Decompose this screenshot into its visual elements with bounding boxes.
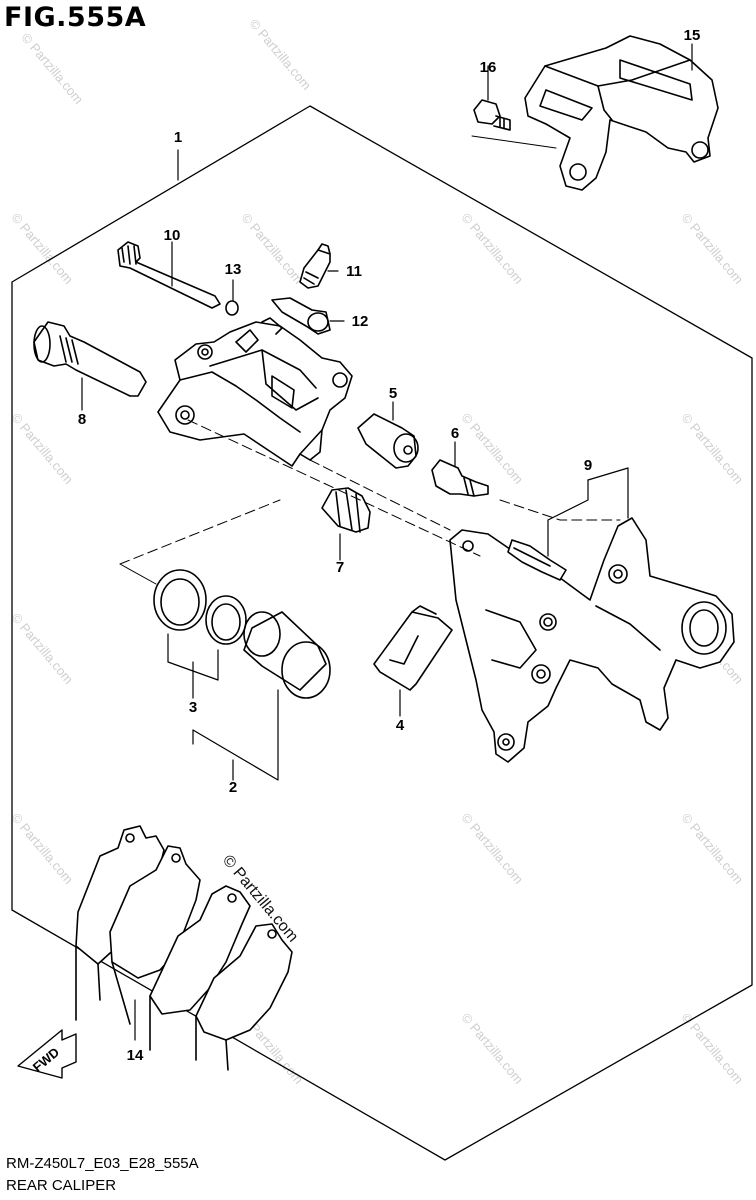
callout-label: 8: [78, 411, 86, 428]
callout-label: 5: [389, 385, 397, 402]
callout-label: 7: [336, 559, 344, 576]
assembly-outline: [11, 105, 753, 1161]
callout-label: 6: [451, 425, 459, 442]
dust-seal: [205, 595, 247, 645]
callout-label: 15: [684, 27, 701, 44]
fwd-arrow-icon: FWD: [17, 1029, 77, 1079]
bracket-pad-spring: [507, 539, 567, 581]
model-code: RM-Z450L7_E03_E28_555A: [6, 1155, 199, 1172]
bleeder-cap: [271, 297, 331, 335]
leader-lines: [81, 43, 693, 1041]
flange-bolt: [473, 99, 511, 131]
figure-title: FIG.555A: [4, 2, 147, 33]
callout-label: 3: [189, 699, 197, 716]
caliper-bracket: [449, 517, 735, 763]
piston-seal: [153, 569, 207, 631]
callout-label: 2: [229, 779, 237, 796]
callout-label: 10: [164, 227, 181, 244]
boot-5: [357, 413, 419, 469]
callout-label: 14: [127, 1047, 144, 1064]
section-name: REAR CALIPER: [6, 1177, 117, 1194]
callout-numbers: 1 2 3 4 5 6 7 8 9 10 11 12 13 14 15 16: [78, 27, 701, 1064]
mount-bracket: [524, 35, 719, 191]
piston: [243, 611, 331, 699]
o-ring-13: [225, 300, 239, 316]
callout-label: 9: [584, 457, 592, 474]
pad-spring-4: [373, 605, 453, 691]
caliper-body: [157, 317, 353, 467]
callout-label: 13: [225, 261, 242, 278]
boot-7: [321, 487, 371, 533]
callout-label: 11: [346, 263, 362, 280]
bleeder-screw: [299, 243, 331, 289]
centerlines: [119, 419, 621, 565]
brake-pads: [75, 825, 293, 1071]
guide-pin-10: [117, 241, 221, 309]
callout-label: 1: [174, 129, 182, 146]
callout-label: 16: [480, 59, 497, 76]
callout-label: 12: [352, 313, 369, 330]
callout-label: 4: [396, 717, 405, 734]
guide-pin-8: [33, 321, 147, 397]
pin-6: [431, 459, 489, 497]
